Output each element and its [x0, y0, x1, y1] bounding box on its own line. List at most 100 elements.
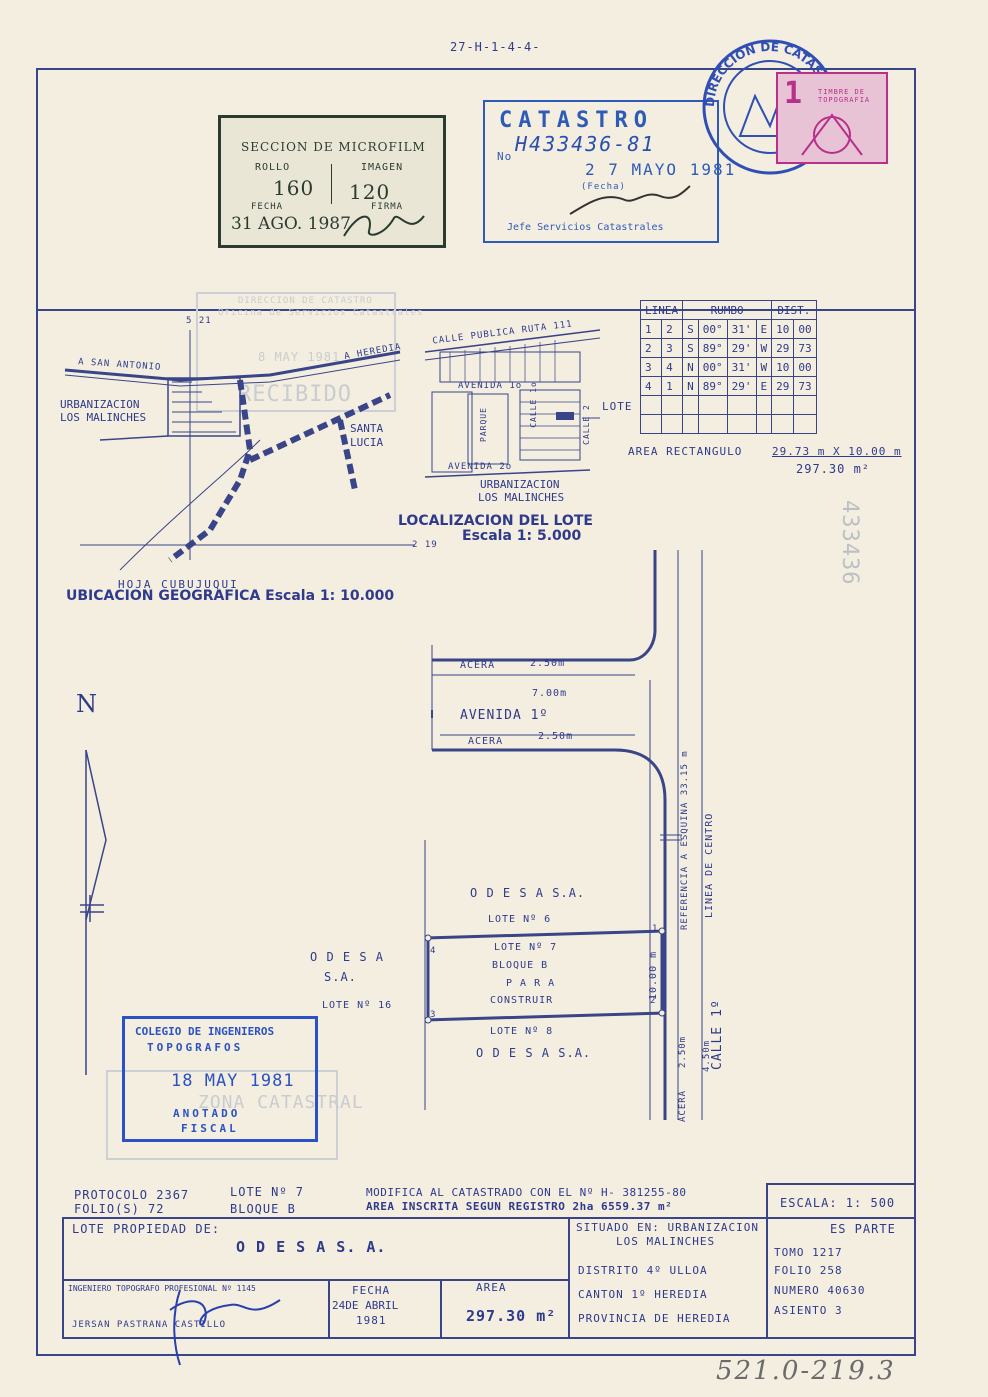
area-rect-total: 297.30 m² [796, 462, 871, 476]
localizacion-scale: Escala 1: 5.000 [462, 528, 582, 544]
document-frame [36, 68, 916, 1356]
fecha-label: FECHA [352, 1284, 391, 1297]
es-parte-numero: NUMERO 40630 [774, 1284, 866, 1297]
construir-label: CONSTRUIR [490, 995, 554, 1006]
ingeniero-name: JERSAN PASTRANA CASTILLO [72, 1320, 227, 1330]
loc-malinches: LOS MALINCHES [478, 491, 565, 504]
coord-bottom: 2 19 [412, 540, 438, 550]
col-dist: DIST. [771, 300, 817, 320]
area-divider [440, 1279, 442, 1337]
area-rect-label: AREA RECTANGULO [628, 445, 743, 458]
area-value: 297.30 m² [466, 1307, 557, 1325]
info-area-inscrita: AREA INSCRITA SEGUN REGISTRO 2ha 6559.37… [366, 1200, 673, 1213]
fecha-value: 24DE ABRIL [332, 1299, 399, 1312]
label-santa: SANTA [350, 422, 384, 435]
bloque-b: BLOQUE B [492, 960, 549, 971]
label-calle1: CALLE 1o [528, 381, 538, 428]
lote-8: LOTE Nº 8 [490, 1026, 554, 1037]
calle-label: CALLE 1º [710, 999, 725, 1070]
engineer-signature-icon [169, 1289, 281, 1366]
dist-10m: 10.00 m [648, 950, 659, 1000]
linea-centro: LINEA DE CENTRO [704, 812, 715, 918]
lote-7: LOTE Nº 7 [494, 942, 558, 953]
situado-distrito: DISTRITO 4º ULLOA [578, 1264, 708, 1277]
acera-top-label: ACERA [460, 660, 496, 671]
para-label: P A R A [506, 978, 556, 989]
area-label: AREA [476, 1281, 507, 1294]
es-parte-folio: FOLIO 258 [774, 1264, 843, 1277]
point-4: 4 [430, 946, 437, 956]
label-lote: LOTE [602, 400, 633, 413]
handwritten-reference: 521.0-219.3 [716, 1356, 896, 1386]
label-avenida1: AVENIDA 1o [458, 381, 523, 391]
acera-right-value: 2.50m [678, 1035, 688, 1068]
label-lucia: LUCIA [350, 436, 384, 449]
lote-16: LOTE Nº 16 [322, 1000, 393, 1011]
folios: FOLIO(S) 72 [74, 1202, 165, 1216]
faded-side-number: 433436 [837, 500, 862, 586]
info-top-line [62, 1217, 916, 1219]
info-right-line [766, 1217, 768, 1337]
ubicacion-map [64, 330, 415, 571]
label-avenida2: AVENIDA 2o [448, 462, 513, 472]
referencia-esquina: REFERENCIA A ESQUINA 33.15 m [680, 750, 690, 930]
info-mid-line [568, 1217, 570, 1337]
col-linea: LINEA [639, 300, 684, 320]
avenida-label: AVENIDA 1º [460, 708, 549, 723]
info-bottom-line [62, 1337, 916, 1339]
lote-6: LOTE Nº 6 [488, 914, 552, 925]
point-1: 1 [652, 924, 659, 934]
label-urbanizacion: URBANIZACION [60, 398, 140, 411]
ubicacion-title: UBICACION GEOGRAFICA Escala 1: 10.000 [66, 588, 395, 604]
label-los-malinches: LOS MALINCHES [60, 411, 147, 424]
es-parte-tomo: TOMO 1217 [774, 1246, 843, 1259]
tax-stamp-emblem-icon [801, 113, 863, 156]
north-arrow-icon [80, 749, 107, 1075]
odesa-left: O D E S A [310, 950, 385, 964]
es-parte-title: ES PARTE [830, 1222, 896, 1236]
propietario-name: O D E S A S. A. [236, 1238, 387, 1256]
ingeniero-label: INGENIERO TOPOGRAFO PROFESIONAL Nº 1145 [68, 1284, 256, 1293]
odesa-bottom: O D E S A S.A. [476, 1046, 592, 1060]
situado-label: SITUADO EN: URBANIZACION [576, 1221, 759, 1234]
label-calle2: CALLE 2 [581, 404, 591, 445]
avenida-width: 7.00m [532, 688, 568, 699]
north-label: N [76, 690, 98, 718]
es-parte-asiento: ASIENTO 3 [774, 1304, 843, 1317]
point-2: 2 [650, 996, 657, 1006]
escala-box-left [766, 1183, 768, 1217]
col-rumbo: RUMBO [682, 300, 773, 320]
info-row-line [62, 1279, 568, 1281]
situado-canton: CANTON 1º HEREDIA [578, 1288, 708, 1301]
top-reference: 27-H-1-4-4- [450, 40, 541, 54]
area-rect-value: 29.73 m X 10.00 m [772, 445, 902, 458]
odesa-top: O D E S A S.A. [470, 886, 586, 900]
header-divider [36, 309, 916, 311]
fecha-divider [328, 1279, 330, 1337]
localizacion-map [424, 329, 601, 478]
acera-right-label: ACERA [678, 1089, 688, 1122]
situado-line2: LOS MALINCHES [616, 1235, 716, 1248]
localizacion-title: LOCALIZACION DEL LOTE [398, 513, 593, 529]
escala-box-top [766, 1183, 916, 1185]
protocolo: PROTOCOLO 2367 [74, 1188, 190, 1202]
situado-provincia: PROVINCIA DE HEREDIA [578, 1312, 731, 1325]
tax-stamp: 1 TIMBRE DE TOPOGRAFIA [776, 72, 888, 164]
label-parque: PARQUE [478, 407, 488, 442]
acera-top-value: 2.50m [530, 658, 566, 669]
catastro-stamp: CATASTRO No H433436-81 2 7 MAYO 1981 (Fe… [483, 100, 734, 243]
info-bloque: BLOQUE B [230, 1202, 296, 1216]
acera-mid-label: ACERA [468, 736, 504, 747]
odesa-left-sa: S.A. [324, 970, 357, 984]
label-hoja-cubujuqui: HOJA CUBUJUQUI [118, 578, 239, 591]
fecha-year: 1981 [356, 1314, 387, 1327]
propietario-label: LOTE PROPIEDAD DE: [72, 1222, 221, 1236]
escala: ESCALA: 1: 500 [780, 1196, 896, 1210]
lot-plan [424, 550, 703, 1120]
info-lote: LOTE Nº 7 [230, 1185, 305, 1199]
